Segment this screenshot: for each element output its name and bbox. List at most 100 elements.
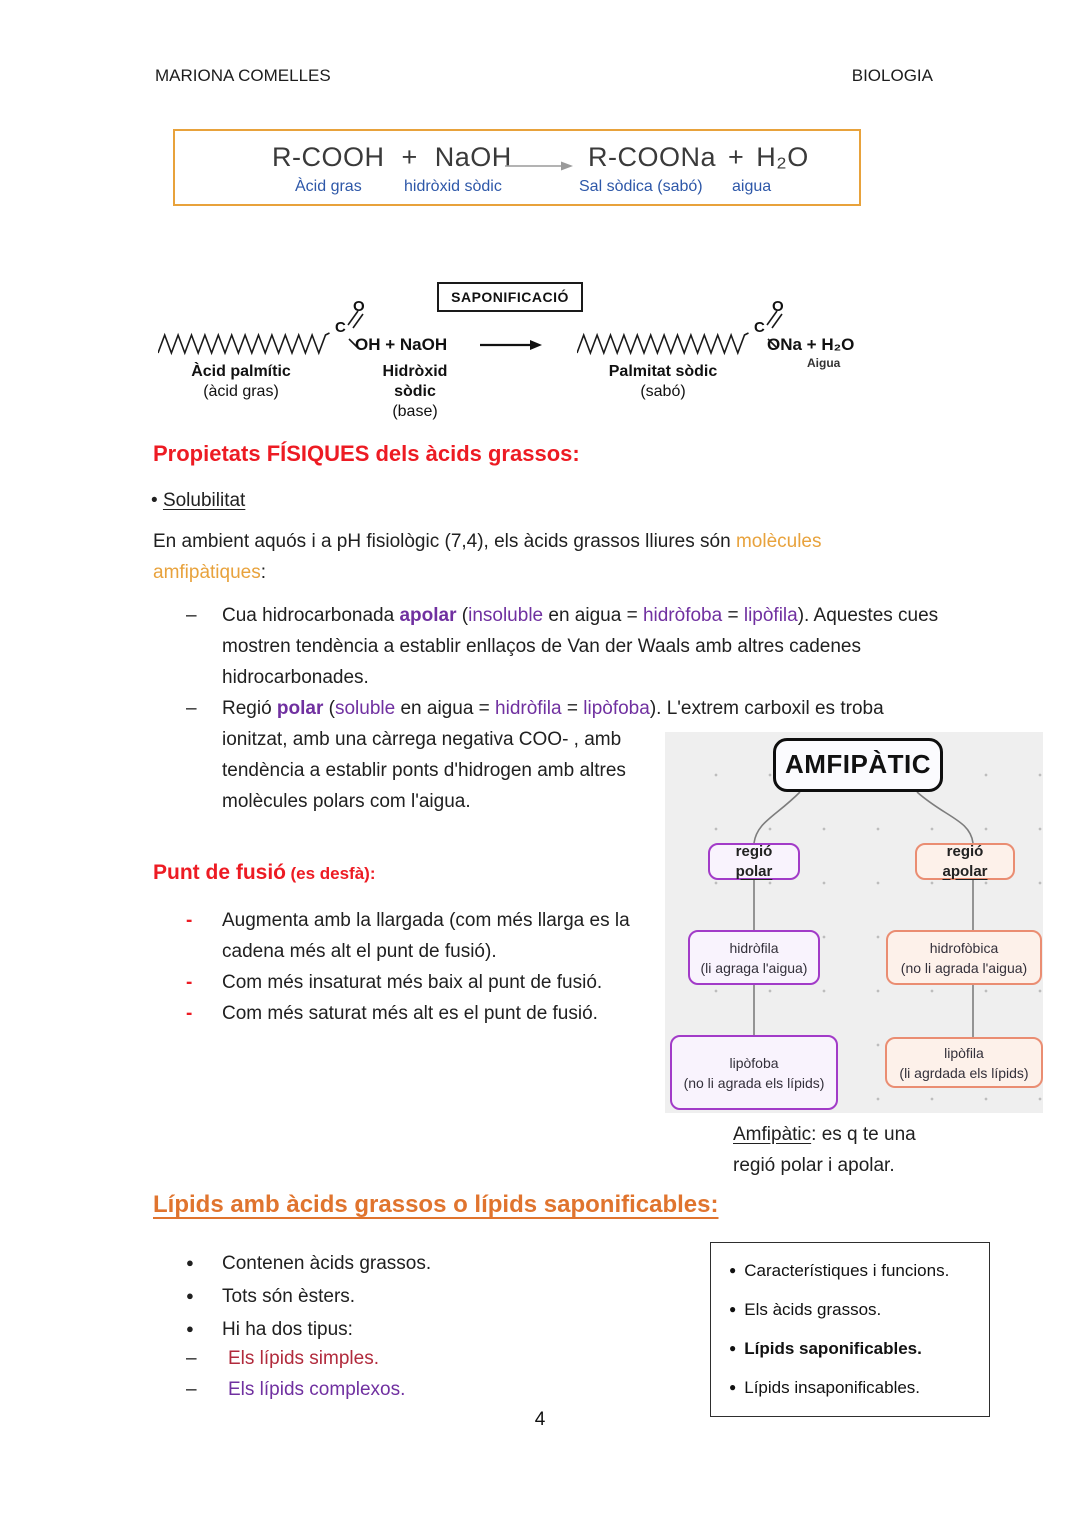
summary-item-2-text: Els àcids grassos. (744, 1299, 882, 1319)
dash-simples-text: Els lípids simples. (228, 1348, 379, 1369)
equation-label-acid: Àcid gras (295, 178, 362, 195)
melting-point-item-3-text: Com més saturat més alt es el punt de fu… (222, 1003, 598, 1024)
summary-item-3: ● Lípids saponificables. (729, 1339, 971, 1359)
melting-point-subtitle-text: (es desfà): (290, 864, 376, 883)
dash-complexos-text: Els lípids complexos. (228, 1379, 406, 1400)
sodium-palmitate-skeleton (577, 310, 783, 356)
bullet-tipus-text: Hi ha dos tipus: (222, 1319, 353, 1340)
equation-lhs: R-COOH + NaOH (272, 142, 512, 172)
melting-point-item-2-text: Com més insaturat més baix al punt de fu… (222, 972, 603, 993)
summary-item-4-text: Lípids insaponificables. (744, 1378, 921, 1398)
bullet-esters-text: Tots són èsters. (222, 1286, 356, 1307)
solubility-intro-paragraph: En ambient aquós i a pH fisiològic (7,4)… (153, 531, 822, 583)
list-item-apolar-tail: – Cua hidrocarbonada apolar (insoluble e… (186, 600, 948, 693)
left-carbon-atom: C (335, 319, 346, 336)
bullet-marker: ● (186, 1321, 194, 1336)
equation-label-salt: Sal sòdica (sabó) (579, 178, 703, 195)
equation-rhs: R-COONa + H₂O (588, 142, 809, 172)
node-hidrofila-line2: (li agraga l'aigua) (700, 959, 808, 976)
list-item-apolar-text: Cua hidrocarbonada apolar (insoluble en … (222, 605, 939, 688)
bullet-tipus: ● Hi ha dos tipus: (186, 1314, 353, 1345)
saponification-figure: SAPONIFICACIÓ C O OH + NaOH C O ONa + H₂… (145, 258, 880, 448)
saponification-arrow-icon (480, 340, 542, 350)
melting-point-item-3: - Com més saturat més alt es el punt de … (186, 998, 656, 1029)
dash-simples: – Els lípids simples. (186, 1343, 379, 1374)
node-lipofoba: lipòfoba (no li agrada els lípids) (670, 1035, 838, 1110)
bullet-marker: ● (729, 1341, 737, 1356)
node-lipofoba-line2: (no li agrada els lípids) (683, 1074, 825, 1091)
bullet-esters: ● Tots són èsters. (186, 1281, 355, 1312)
node-hidrofila: hidròfila (li agraga l'aigua) (688, 930, 820, 985)
caption-palmitic-acid: Àcid palmític (àcid gras) (166, 362, 316, 402)
melting-point-item-2: - Com més insaturat més baix al punt de … (186, 967, 656, 998)
summary-item-3-text: Lípids saponificables. (744, 1339, 922, 1359)
bullet-marker: ● (186, 1255, 194, 1270)
left-oh-naoh-group: OH + NaOH (355, 335, 448, 354)
caption-palmitate-name: Palmitat sòdic (608, 363, 718, 380)
melting-point-title: Punt de fusió (153, 861, 286, 884)
red-dash-marker: - (186, 910, 193, 931)
summary-item-2: ●Els àcids grassos. (729, 1300, 971, 1320)
node-hidrofobica-line2: (no li agrada l'aigua) (900, 959, 1028, 976)
caption-palmitic-name: Àcid palmític (191, 363, 291, 380)
bullet-contenen: ● Contenen àcids grassos. (186, 1248, 431, 1279)
node-hidrofila-line1: hidròfila (729, 939, 779, 956)
node-hidrofobica: hidrofòbica (no li agrada l'aigua) (886, 930, 1042, 985)
summary-item-1: ● Característiques i funcions. (729, 1261, 971, 1281)
equation-label-base: hidròxid sòdic (404, 178, 502, 195)
dash-marker: – (186, 605, 197, 626)
melting-point-heading: Punt de fusió (es desfà): (153, 861, 375, 885)
bullet-marker: ● (729, 1380, 737, 1395)
red-dash-marker: - (186, 1003, 193, 1024)
caption-naoh-line1: Hidròxid (382, 363, 448, 380)
dash-marker: – (186, 1379, 197, 1400)
melting-point-item-1: - Augmenta amb la llargada (com més llar… (186, 905, 646, 967)
node-regio-polar: regió polar (708, 843, 800, 880)
reaction-arrow-icon (505, 161, 573, 171)
physical-properties-heading: Propietats FÍSIQUES dels àcids grassos: (153, 441, 580, 466)
caption-palmitate: Palmitat sòdic (sabó) (588, 362, 738, 402)
caption-naoh: Hidròxid sòdic (base) (340, 362, 490, 422)
amfipatic-diagram: AMFIPÀTIC regió polar regió apolar hidrò… (665, 732, 1043, 1113)
node-lipofila-line1: lipòfila (944, 1044, 984, 1061)
palmitic-acid-skeleton (158, 310, 364, 356)
dash-marker: – (186, 1348, 197, 1369)
equation-box: R-COOH + NaOH R-COONa + H₂O Àcid gras hi… (173, 129, 861, 206)
right-carbon-atom: C (754, 319, 765, 336)
node-lipofila: lipòfila (li agrdada els lípids) (885, 1037, 1043, 1088)
header-author: MARIONA COMELLES (155, 66, 331, 85)
caption-naoh-line2: sòdic (394, 383, 436, 400)
bullet-marker: ● (729, 1262, 737, 1277)
amfipatic-note: Amfipàtic: es q te una regió polar i apo… (733, 1124, 916, 1176)
diagram-title: AMFIPÀTIC (773, 738, 943, 792)
bullet-contenen-text: Contenen àcids grassos. (222, 1253, 432, 1274)
right-water-note: Aigua (807, 356, 841, 370)
equation-label-water: aigua (732, 178, 772, 195)
diagram-connector-lines (753, 791, 974, 1037)
saponification-title: SAPONIFICACIÓ (437, 282, 583, 312)
right-ona-h2o-group: ONa + H₂O (767, 335, 855, 354)
list-item-polar-text: Regió polar (soluble en aigua = hidròfil… (222, 698, 884, 719)
node-regio-apolar: regió apolar (915, 843, 1015, 880)
melting-point-item-1-text: Augmenta amb la llargada (com més llarga… (222, 910, 630, 962)
summary-item-1-text: Característiques i funcions. (744, 1260, 950, 1280)
red-dash-marker: - (186, 972, 193, 993)
dash-marker: – (186, 698, 197, 719)
node-lipofoba-line1: lipòfoba (729, 1054, 779, 1071)
list-item-polar-continuation: ionitzat, amb una càrrega negativa COO- … (222, 729, 626, 812)
solubilitat-subheading: • Solubilitat (151, 490, 246, 511)
caption-palmitic-sub: (àcid gras) (203, 383, 279, 400)
caption-palmitate-sub: (sabó) (640, 383, 686, 400)
saponifiable-lipids-heading: Lípids amb àcids grassos o lípids saponi… (153, 1191, 719, 1218)
page-number: 4 (534, 1409, 546, 1430)
left-oxygen-atom: O (353, 298, 365, 315)
caption-naoh-sub: (base) (392, 403, 438, 420)
dash-complexos: – Els lípids complexos. (186, 1374, 405, 1405)
header-subject: BIOLOGIA (851, 66, 933, 85)
node-hidrofobica-line1: hidrofòbica (929, 939, 999, 956)
summary-box: ●Característiques i funcions. ●Els àcids… (710, 1242, 990, 1417)
bullet-marker: ● (186, 1288, 194, 1303)
right-oxygen-atom: O (772, 298, 784, 315)
summary-item-4: ● Lípids insaponificables. (729, 1378, 971, 1398)
